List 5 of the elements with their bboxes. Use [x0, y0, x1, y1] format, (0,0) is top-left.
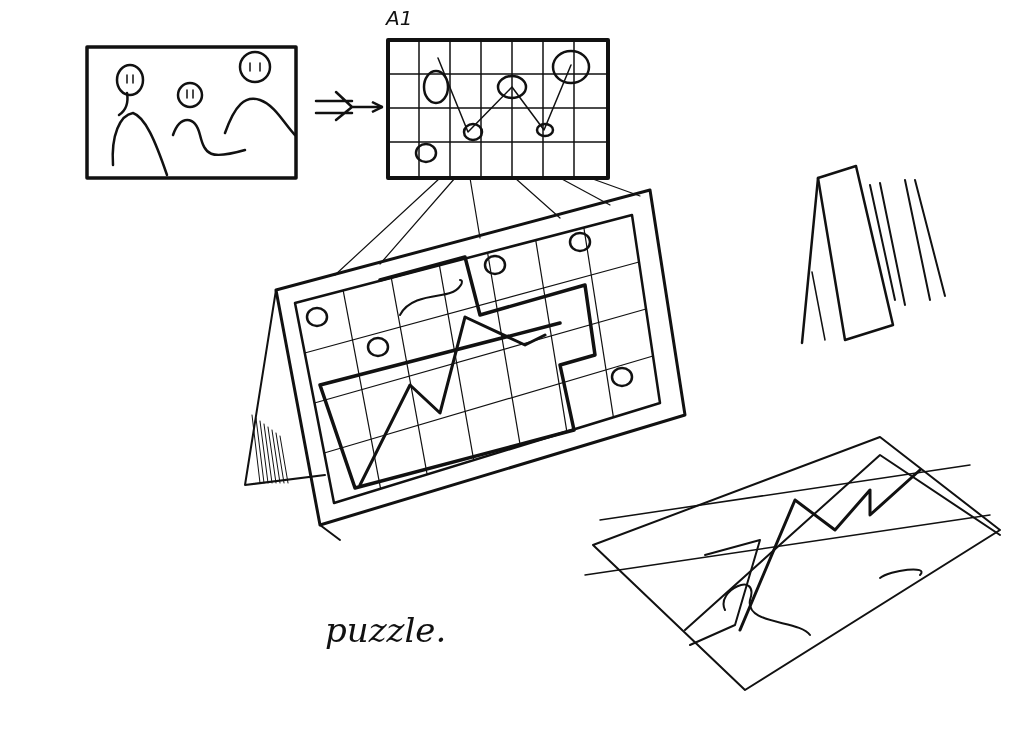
arrow: [314, 90, 384, 122]
handwritten-note: puzzle.: [325, 610, 447, 650]
connector-line: [469, 177, 481, 239]
connector-line: [514, 177, 561, 219]
grid-heading: A1: [386, 6, 413, 30]
